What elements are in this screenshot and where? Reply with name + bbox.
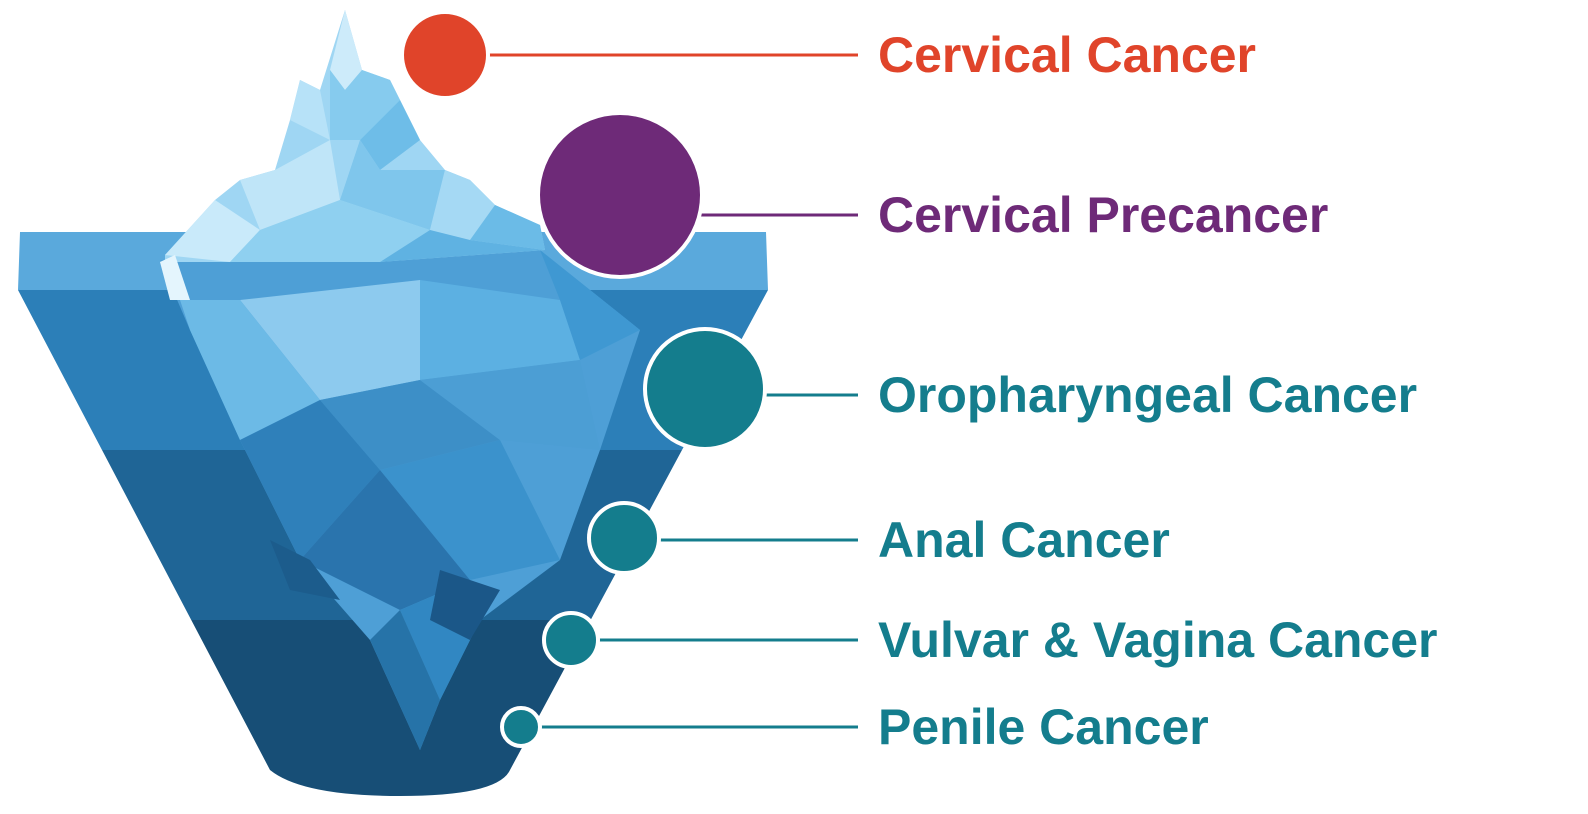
label-penile-cancer: Penile Cancer xyxy=(878,702,1209,752)
label-cervical-cancer: Cervical Cancer xyxy=(878,30,1256,80)
label-anal-cancer: Anal Cancer xyxy=(878,515,1170,565)
label-cervical-precancer: Cervical Precancer xyxy=(878,190,1328,240)
water-wedge xyxy=(0,232,780,809)
marker-vulvar-vagina xyxy=(544,613,598,667)
label-vulvar-vagina-cancer: Vulvar & Vagina Cancer xyxy=(878,615,1438,665)
marker-penile xyxy=(502,708,540,746)
marker-anal xyxy=(589,503,659,573)
marker-cervical-cancer xyxy=(402,12,488,98)
marker-cervical-precancer xyxy=(538,113,702,277)
label-oropharyngeal-cancer: Oropharyngeal Cancer xyxy=(878,370,1417,420)
marker-oropharyngeal xyxy=(645,329,765,449)
